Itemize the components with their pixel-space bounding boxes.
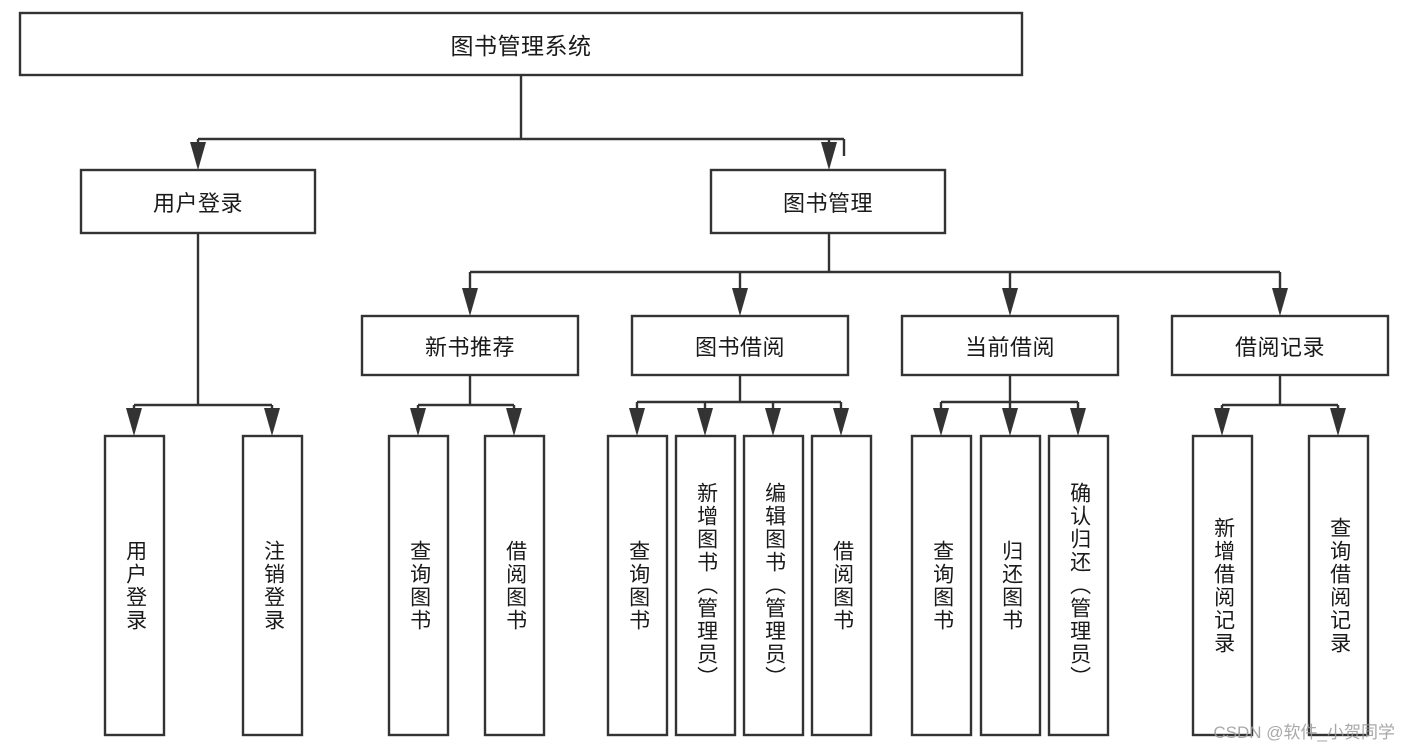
node-leaf-borrow-book-2[interactable] <box>810 434 873 737</box>
node-leaf-return-book[interactable] <box>979 434 1042 737</box>
node-user-login[interactable] <box>79 168 317 235</box>
node-leaf-logout[interactable] <box>241 434 304 737</box>
node-leaf-add-book[interactable] <box>674 434 737 737</box>
node-leaf-query-book-3[interactable] <box>910 434 973 737</box>
edge-current-borrow-to-leaves <box>933 375 1086 436</box>
edge-book-manage-to-level2 <box>462 233 1288 316</box>
node-root[interactable] <box>18 11 1024 77</box>
edge-root-to-level1 <box>190 76 846 170</box>
node-leaf-query-borrow-record[interactable] <box>1307 434 1370 737</box>
node-book-borrow[interactable] <box>630 314 850 377</box>
edge-borrow-record-to-leaves <box>1214 375 1346 436</box>
node-book-management[interactable] <box>709 168 947 235</box>
node-leaf-confirm-return[interactable] <box>1047 434 1110 737</box>
edge-book-borrow-to-leaves <box>629 375 849 436</box>
node-leaf-query-book-2[interactable] <box>606 434 669 737</box>
edge-new-book-to-leaves <box>410 375 522 436</box>
node-leaf-add-borrow-record[interactable] <box>1191 434 1254 737</box>
node-new-book-recommend[interactable] <box>360 314 580 377</box>
node-leaf-user-login[interactable] <box>103 434 166 737</box>
edge-user-login-to-leaves <box>126 233 280 436</box>
node-leaf-borrow-book-1[interactable] <box>483 434 546 737</box>
node-current-borrow[interactable] <box>900 314 1120 377</box>
node-borrow-record[interactable] <box>1170 314 1390 377</box>
node-leaf-query-book-1[interactable] <box>387 434 450 737</box>
node-leaf-edit-book[interactable] <box>742 434 805 737</box>
